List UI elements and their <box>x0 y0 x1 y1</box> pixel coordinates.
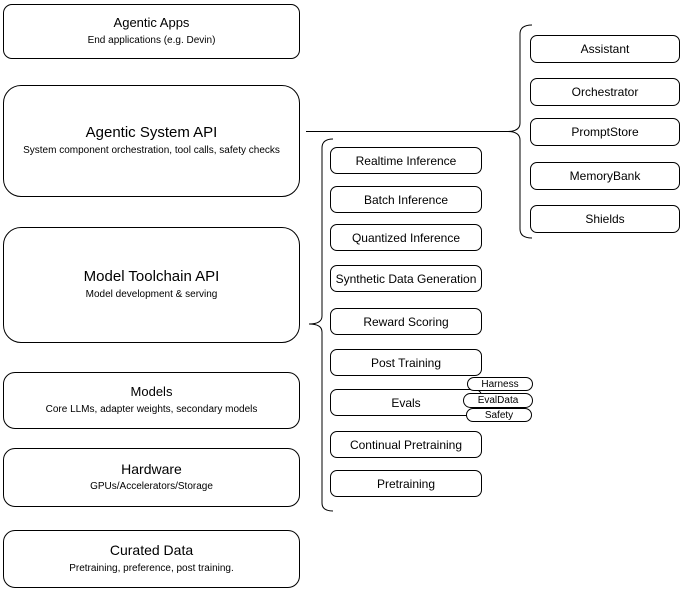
models-subtitle: Core LLMs, adapter weights, secondary mo… <box>45 403 258 415</box>
toolchain-item-continual-pretraining: Continual Pretraining <box>330 431 482 458</box>
node-label: Reward Scoring <box>363 314 449 329</box>
model-toolchain-api-subtitle: Model development & serving <box>85 289 218 301</box>
toolchain-item-reward-scoring: Reward Scoring <box>330 308 482 335</box>
pill-label: Safety <box>484 409 514 421</box>
hardware-box: Hardware GPUs/Accelerators/Storage <box>3 448 300 507</box>
models-title: Models <box>130 384 173 400</box>
hardware-subtitle: GPUs/Accelerators/Storage <box>90 481 213 493</box>
evals-tag-safety: Safety <box>466 408 532 422</box>
toolchain-item-pretraining: Pretraining <box>330 470 482 497</box>
toolchain-item-realtime-inference: Realtime Inference <box>330 147 482 174</box>
evals-tag-evaldata: EvalData <box>463 393 533 408</box>
curated-data-subtitle: Pretraining, preference, post training. <box>69 562 234 574</box>
system-component-memorybank: MemoryBank <box>530 162 680 190</box>
node-label: Orchestrator <box>571 85 639 99</box>
toolchain-item-synthetic-data-generation: Synthetic Data Generation <box>330 265 482 292</box>
node-label: Synthetic Data Generation <box>335 271 477 286</box>
node-label: Continual Pretraining <box>349 437 463 452</box>
toolchain-item-quantized-inference: Quantized Inference <box>330 224 482 251</box>
system-component-shields: Shields <box>530 205 680 233</box>
agentic-apps-box: Agentic Apps End applications (e.g. Devi… <box>3 4 300 59</box>
model-toolchain-api-title: Model Toolchain API <box>83 267 220 285</box>
system-component-assistant: Assistant <box>530 35 680 63</box>
model-toolchain-api-box: Model Toolchain API Model development & … <box>3 227 300 343</box>
curated-data-title: Curated Data <box>109 542 194 559</box>
node-label: Pretraining <box>376 476 436 491</box>
node-label: Assistant <box>580 42 630 56</box>
pill-label: Harness <box>481 378 519 390</box>
system-component-promptstore: PromptStore <box>530 118 680 146</box>
hardware-title: Hardware <box>121 460 182 477</box>
node-label: PromptStore <box>571 125 639 139</box>
agentic-system-api-subtitle: System component orchestration, tool cal… <box>23 145 280 157</box>
node-label: MemoryBank <box>569 169 641 183</box>
curated-data-box: Curated Data Pretraining, preference, po… <box>3 530 300 588</box>
agentic-apps-subtitle: End applications (e.g. Devin) <box>87 34 216 46</box>
toolchain-item-batch-inference: Batch Inference <box>330 186 482 213</box>
agentic-apps-title: Agentic Apps <box>113 15 190 31</box>
node-label: Evals <box>391 395 421 410</box>
toolchain-item-post-training: Post Training <box>330 349 482 376</box>
node-label: Quantized Inference <box>351 230 461 245</box>
evals-tag-harness: Harness <box>467 377 533 391</box>
node-label: Batch Inference <box>363 192 449 207</box>
node-label: Realtime Inference <box>355 153 457 168</box>
system-components-brace <box>507 24 533 239</box>
node-label: Shields <box>585 212 625 226</box>
system-component-orchestrator: Orchestrator <box>530 78 680 106</box>
pill-label: EvalData <box>477 395 519 406</box>
agentic-system-api-box: Agentic System API System component orch… <box>3 85 300 197</box>
toolchain-item-evals: Evals <box>330 389 482 416</box>
node-label: Post Training <box>370 355 442 370</box>
models-box: Models Core LLMs, adapter weights, secon… <box>3 372 300 429</box>
agentic-system-api-title: Agentic System API <box>85 123 218 141</box>
